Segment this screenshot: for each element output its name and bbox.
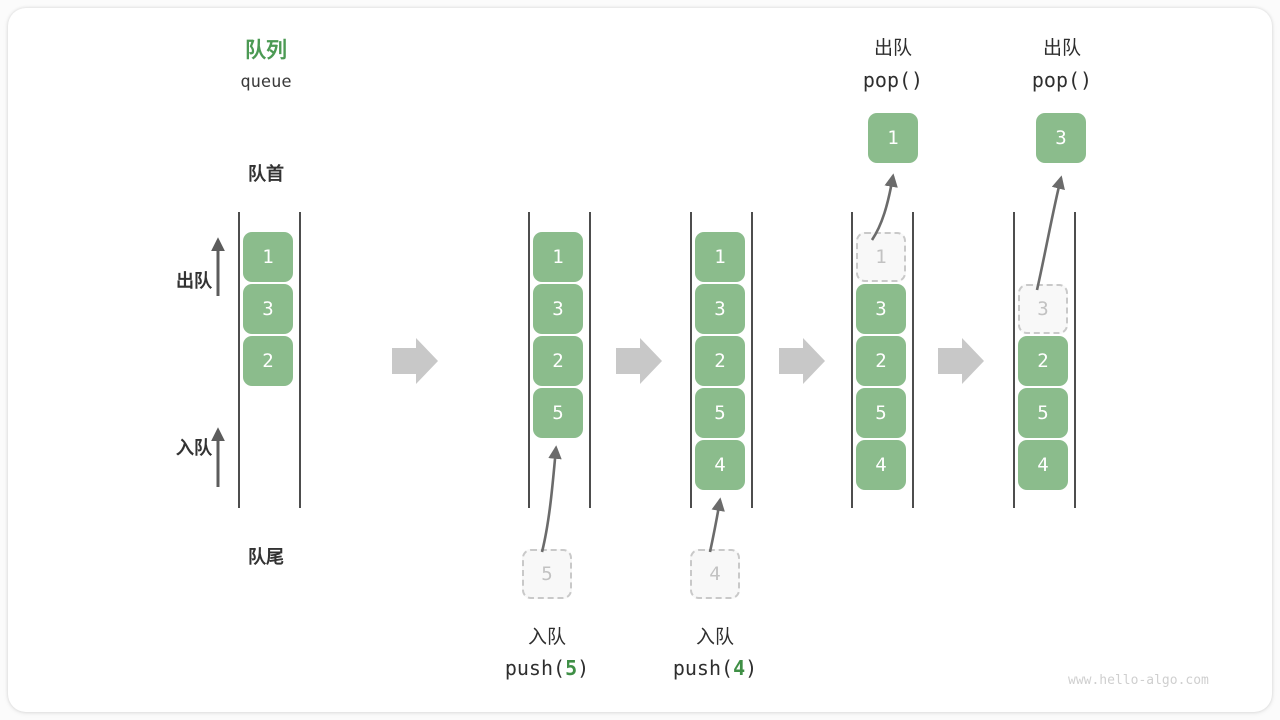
enqueue-side-label: 入队	[176, 438, 212, 458]
queue-rail-left-step3	[690, 212, 692, 508]
queue-cell: 1	[695, 232, 745, 282]
queue-cell: 3	[243, 284, 293, 334]
watermark: www.hello-algo.com	[1068, 673, 1209, 688]
pop1-header-cn: 出队	[873, 38, 912, 59]
pop3-header-code: pop()	[1031, 68, 1093, 92]
queue-cell: 1	[533, 232, 583, 282]
queue-rail-right-step2	[589, 212, 591, 508]
push4-caption-cn: 入队	[695, 627, 734, 648]
incoming-cell: 4	[690, 549, 740, 599]
queue-rail-right-step4	[912, 212, 914, 508]
queue-rail-right-step3	[751, 212, 753, 508]
front-label: 队首	[248, 164, 284, 184]
dequeue-side-label: 出队	[176, 271, 212, 291]
step-arrow-2-3	[616, 338, 662, 384]
step-arrow-4-5	[938, 338, 984, 384]
pop3-extract-arrow	[1035, 175, 1065, 291]
queue-cell: 2	[243, 336, 293, 386]
queue-cell: 4	[856, 440, 906, 490]
queue-title-cn: 队列	[245, 39, 287, 62]
push4-arg: 4	[733, 656, 746, 680]
queue-cell: 4	[1018, 440, 1068, 490]
queue-rail-left-step4	[851, 212, 853, 508]
diagram-stage: 队列 queue 队首 队尾 出队 入队 1 3 2 1 3 2 5 5 入队 …	[8, 8, 1272, 712]
queue-rail-right-step1	[299, 212, 301, 508]
queue-rail-left-step5	[1013, 212, 1015, 508]
popped-cell: 1	[868, 113, 918, 163]
popped-cell: 3	[1036, 113, 1086, 163]
arrow-overlay	[211, 173, 1065, 553]
pop3-header-cn: 出队	[1042, 38, 1081, 59]
queue-cell: 4	[695, 440, 745, 490]
push4-caption-code: push(4)	[672, 656, 758, 680]
diagram-card: 队列 queue 队首 队尾 出队 入队 1 3 2 1 3 2 5 5 入队 …	[8, 8, 1272, 712]
queue-cell: 2	[1018, 336, 1068, 386]
push5-caption-cn: 入队	[527, 627, 566, 648]
queue-cell: 3	[533, 284, 583, 334]
push4-insert-arrow	[708, 497, 725, 553]
queue-cell: 2	[695, 336, 745, 386]
pop1-header-code: pop()	[862, 68, 924, 92]
push5-insert-arrow	[540, 445, 562, 553]
pop1-extract-arrow	[870, 173, 898, 241]
push5-arg: 5	[565, 656, 578, 680]
incoming-cell: 5	[522, 549, 572, 599]
queue-cell: 5	[856, 388, 906, 438]
step-arrow-3-4	[779, 338, 825, 384]
queue-cell: 2	[856, 336, 906, 386]
queue-rail-right-step5	[1074, 212, 1076, 508]
queue-cell: 5	[533, 388, 583, 438]
queue-cell-vacated: 3	[1018, 284, 1068, 334]
queue-cell: 2	[533, 336, 583, 386]
rear-label: 队尾	[248, 547, 284, 567]
queue-cell: 3	[695, 284, 745, 334]
queue-rail-left-step1	[238, 212, 240, 508]
queue-cell: 3	[856, 284, 906, 334]
step-arrow-1-2	[392, 338, 438, 384]
queue-cell: 5	[1018, 388, 1068, 438]
queue-rail-left-step2	[528, 212, 530, 508]
queue-cell-vacated: 1	[856, 232, 906, 282]
push5-caption-code: push(5)	[504, 656, 590, 680]
queue-cell: 5	[695, 388, 745, 438]
queue-cell: 1	[243, 232, 293, 282]
queue-title-en: queue	[240, 72, 292, 92]
